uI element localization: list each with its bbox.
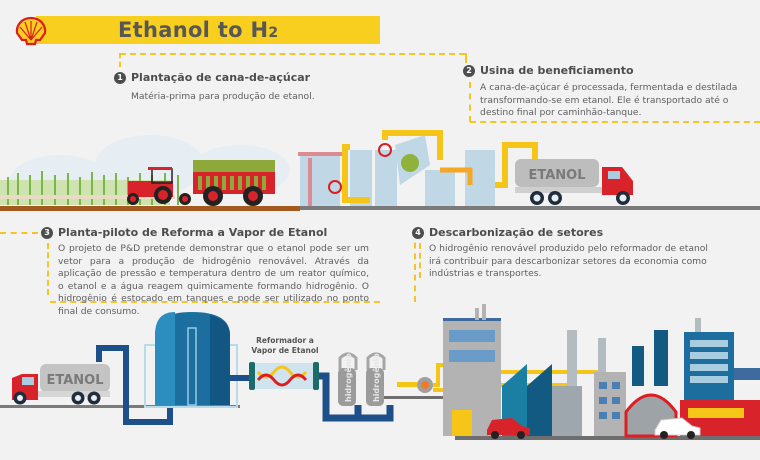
page-title: Ethanol to H2 xyxy=(118,18,279,42)
reforming-scene: ETANOL Reformador a Vapor de Etanol hidr… xyxy=(0,304,760,440)
connector-3-side xyxy=(47,243,49,295)
connector-1-down xyxy=(119,53,121,67)
road-top xyxy=(300,206,760,210)
ethanol-feed-pipe-icon xyxy=(96,345,173,425)
step-1-title: 1 Plantação de cana-de-açúcar xyxy=(114,71,315,84)
connector-1-2 xyxy=(120,53,465,55)
shell-logo-icon xyxy=(15,16,47,46)
red-car-icon xyxy=(487,418,530,439)
svg-text:ETANOL: ETANOL xyxy=(46,373,103,388)
step-4-description: O hidrogênio renovável produzido pelo re… xyxy=(429,243,708,280)
step-number-badge: 2 xyxy=(463,64,475,77)
step-number-badge: 4 xyxy=(412,226,424,239)
step-3-title: 3 Planta-piloto de Reforma a Vapor de Et… xyxy=(41,226,369,239)
tanker-truck-top-icon: ETANOL xyxy=(515,159,633,205)
step-4-title: 4 Descarbonização de setores xyxy=(412,226,712,239)
step-1-description: Matéria-prima para produção de etanol. xyxy=(131,91,315,102)
hydrogen-tank-2-icon: hidrogênio xyxy=(366,352,386,406)
step-2-heading: Usina de beneficiamento xyxy=(480,64,634,77)
connector-3-right xyxy=(414,232,416,302)
step-2-description: A cana-de-açúcar é processada, fermentad… xyxy=(480,82,738,119)
svg-text:hidrogênio: hidrogênio xyxy=(371,353,381,402)
reformer-label-2: Vapor de Etanol xyxy=(251,346,318,355)
distribution-valve-icon xyxy=(397,377,433,393)
step-1-heading: Plantação de cana-de-açúcar xyxy=(131,71,311,84)
tanker-truck-bottom-icon: ETANOL xyxy=(12,364,110,405)
storage-tank-icon xyxy=(144,312,238,408)
soil-ground xyxy=(0,206,300,211)
reformer-label-1: Reformador a xyxy=(256,336,314,345)
connector-2-left xyxy=(469,82,471,122)
connector-4-side xyxy=(419,243,421,278)
hydrogen-tank-1-icon: hidrogênio xyxy=(338,352,358,406)
step-4-heading: Descarbonização de setores xyxy=(429,226,604,239)
title-banner xyxy=(36,16,380,44)
production-scene: ETANOL xyxy=(0,130,633,210)
step-2: 2 Usina de beneficiamento A cana-de-açúc… xyxy=(463,64,753,120)
processing-mill-icon xyxy=(298,130,538,210)
step-3-heading: Planta-piloto de Reforma a Vapor de Etan… xyxy=(58,226,328,239)
sugarcane-trailer-icon xyxy=(179,160,275,206)
step-1: 1 Plantação de cana-de-açúcar Matéria-pr… xyxy=(114,71,315,104)
svg-text:hidrogênio: hidrogênio xyxy=(343,353,353,402)
industrial-city-icon xyxy=(443,304,760,438)
step-4: 4 Descarbonização de setores O hidrogêni… xyxy=(412,226,712,281)
steam-reformer-icon xyxy=(249,362,319,390)
white-car-icon xyxy=(654,417,701,439)
svg-text:ETANOL: ETANOL xyxy=(528,168,585,183)
hydrogen-pipe-icon xyxy=(319,372,394,422)
connector-2-top xyxy=(465,53,467,63)
connector-3-left xyxy=(0,232,38,234)
step-number-badge: 3 xyxy=(41,226,53,239)
connector-3-bottom xyxy=(50,301,380,303)
step-3-description: O projeto de P&D pretende demonstrar que… xyxy=(58,243,369,317)
step-3: 3 Planta-piloto de Reforma a Vapor de Et… xyxy=(41,226,369,319)
step-2-title: 2 Usina de beneficiamento xyxy=(463,64,753,77)
tractor-icon xyxy=(127,167,173,205)
step-number-badge: 1 xyxy=(114,71,126,84)
connector-2-bottom xyxy=(470,121,760,123)
